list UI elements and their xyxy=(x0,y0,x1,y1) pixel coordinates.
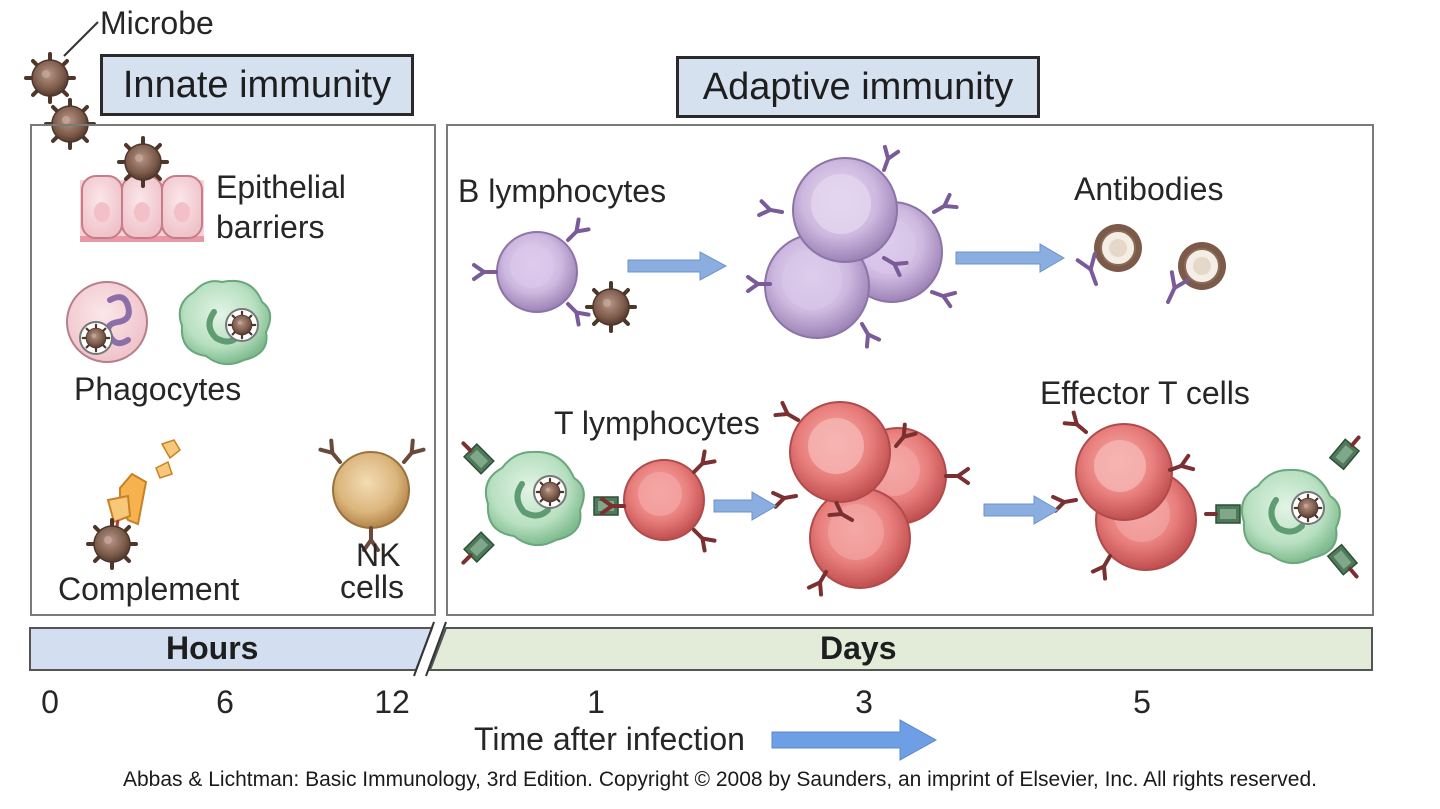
receptor-icon xyxy=(944,467,970,485)
mhc-complex-icon xyxy=(1328,435,1361,471)
days-band xyxy=(428,627,1373,671)
time-axis-label: Time after infection xyxy=(474,721,745,757)
innate-immunity-title: Innate immunity xyxy=(100,54,414,116)
microbe-icon xyxy=(117,136,169,188)
progression-arrow xyxy=(713,491,777,521)
tick-5-days: 5 xyxy=(1133,684,1151,720)
t-lymphocytes-label: T lymphocytes xyxy=(554,405,760,441)
hours-label: Hours xyxy=(166,630,259,666)
receptor-icon xyxy=(806,570,828,597)
effector-t-cells xyxy=(1075,423,1197,571)
complement-protein xyxy=(106,439,181,533)
antibody-coated-microbe xyxy=(1178,242,1226,290)
antibodies-label: Antibodies xyxy=(1074,171,1224,207)
epithelial-label-line2: barriers xyxy=(216,209,325,245)
microbe-pointer-line xyxy=(63,21,99,57)
receptor-icon xyxy=(402,438,426,464)
antibody-coated-microbe xyxy=(1094,224,1142,272)
mhc-complex-icon xyxy=(1326,543,1359,579)
t-lymphocyte xyxy=(623,459,705,541)
microbe-icon xyxy=(585,281,637,333)
band-break-mark xyxy=(413,621,435,677)
receptor-icon xyxy=(566,302,591,327)
adaptive-immunity-title: Adaptive immunity xyxy=(676,56,1040,118)
progression-arrow xyxy=(627,251,728,281)
mhc-complex-icon xyxy=(1204,504,1241,524)
t-cell-clone xyxy=(789,401,947,589)
receptor-icon xyxy=(600,497,626,515)
copyright-credit: Abbas & Lichtman: Basic Immunology, 3rd … xyxy=(123,768,1317,791)
microbe-icon xyxy=(86,518,138,570)
mhc-complex-icon xyxy=(461,441,495,475)
complement-label: Complement xyxy=(58,571,240,607)
tick-12-hours: 12 xyxy=(374,684,410,720)
b-lymphocyte xyxy=(496,231,578,313)
days-label: Days xyxy=(820,630,897,666)
receptor-icon xyxy=(692,449,717,474)
antibody-icon xyxy=(1166,270,1191,304)
progression-arrow xyxy=(955,243,1065,273)
receptor-icon xyxy=(566,217,591,242)
receptor-icon xyxy=(318,438,342,464)
microbe-icon xyxy=(535,477,565,507)
nk-label-line2: cells xyxy=(340,569,405,605)
microbe-icon xyxy=(81,323,111,353)
tick-0-hours: 0 xyxy=(41,684,59,720)
receptor-icon xyxy=(930,290,958,309)
microbe-label: Microbe xyxy=(100,5,214,41)
receptor-icon xyxy=(771,490,798,509)
receptor-icon xyxy=(932,192,959,214)
receptor-icon xyxy=(882,144,901,172)
receptor-icon xyxy=(362,526,380,552)
receptor-icon xyxy=(1090,554,1112,581)
microbe-icon xyxy=(1293,493,1323,523)
tick-3-days: 3 xyxy=(855,684,873,720)
effector-t-cells-label: Effector T cells xyxy=(1040,375,1250,411)
receptor-icon xyxy=(827,500,854,522)
receptor-icon xyxy=(692,528,717,553)
epithelial-barrier xyxy=(80,175,204,242)
phagocytes-label: Phagocytes xyxy=(74,371,242,407)
receptor-icon xyxy=(746,275,772,293)
tick-6-hours: 6 xyxy=(216,684,234,720)
nk-label-line1: NK xyxy=(356,537,401,573)
receptor-icon xyxy=(757,199,784,218)
b-cell-clone xyxy=(764,157,943,339)
receptor-icon xyxy=(1062,410,1088,434)
progression-arrow xyxy=(983,495,1059,525)
adaptive-panel xyxy=(446,124,1374,616)
receptor-icon xyxy=(894,422,918,448)
band-break-mark xyxy=(425,621,447,677)
receptor-icon xyxy=(882,256,909,278)
innate-panel xyxy=(30,124,436,616)
tick-1-day: 1 xyxy=(587,684,605,720)
receptor-icon xyxy=(472,263,498,281)
mhc-complex-icon xyxy=(461,531,495,565)
receptor-icon xyxy=(1168,453,1196,472)
microbe-icon xyxy=(24,52,76,104)
epithelial-label-line1: Epithelial xyxy=(216,169,346,205)
time-axis-arrow xyxy=(771,719,938,761)
receptor-icon xyxy=(773,400,800,422)
microbe-icon xyxy=(227,310,257,340)
b-lymphocytes-label: B lymphocytes xyxy=(458,173,667,209)
antibody-icon xyxy=(1075,252,1098,286)
receptor-icon xyxy=(860,322,882,349)
